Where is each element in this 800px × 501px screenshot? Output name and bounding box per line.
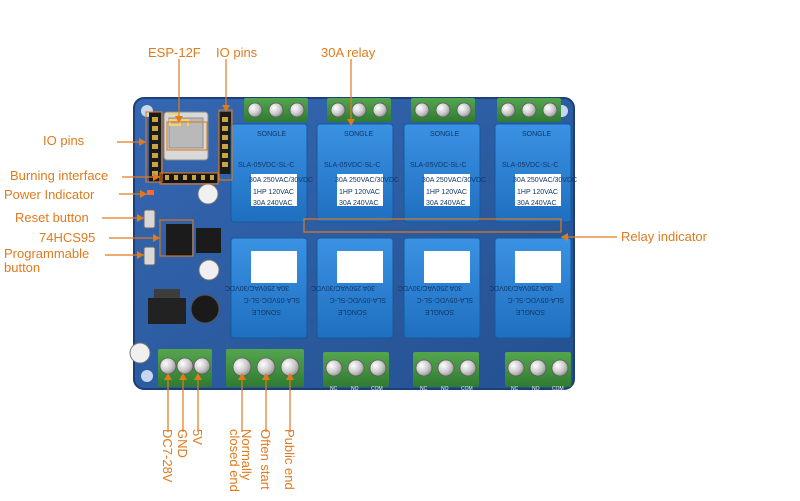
- bottom-terminal-blocks: [158, 349, 571, 387]
- relay-brand-text: SONGLE: [251, 308, 281, 315]
- top-terminal-blocks: [244, 98, 561, 122]
- relay-spec-text: 30A 250VAC/30VDC: [311, 284, 375, 291]
- relay-spec-text: 1HP 120VAC: [426, 189, 467, 196]
- relay-1: [230, 123, 308, 223]
- relay-model-text: SLA-05VDC-SL-C: [417, 296, 473, 303]
- callout-arrows: [137, 105, 568, 380]
- capacitor: [129, 342, 151, 364]
- capacitor: [197, 183, 219, 205]
- label-dc-input: DC7-28V: [160, 429, 175, 483]
- label-burning-interface: Burning interface: [10, 168, 109, 183]
- relay-spec-text: 30A 250VAC/30VDC: [422, 177, 486, 184]
- silk-label: NC: [420, 386, 428, 392]
- programmable-button-part: [143, 246, 156, 266]
- silk-label: COM: [461, 386, 473, 392]
- relay-brand-text: SONGLE: [430, 131, 460, 138]
- relay-brand-text: SONGLE: [522, 131, 552, 138]
- label-programmable-button-line2: button: [4, 260, 41, 275]
- relay-spec-text: 1HP 120VAC: [253, 189, 294, 196]
- relay-model-text: SLA-05VDC-SL-C: [244, 296, 300, 303]
- label-normally-closed-line2: closed end: [227, 429, 242, 492]
- voltage-regulator: [148, 298, 186, 324]
- esp12f-shield: [168, 117, 204, 149]
- relay-brand-text: SONGLE: [515, 308, 545, 315]
- silk-label: NO: [441, 386, 449, 392]
- relay-spec-text: 1HP 120VAC: [339, 189, 380, 196]
- relay-model-text: SLA-05VDC-SL-C: [324, 162, 380, 169]
- voltage-regulator-tab: [154, 289, 180, 298]
- relay-labels-top: [251, 174, 561, 206]
- label-io-pins-left: IO pins: [43, 133, 85, 148]
- relay-spec-text: 30A 240VAC: [253, 200, 293, 207]
- label-5v: 5V: [190, 429, 205, 445]
- burning-pins: [165, 175, 214, 180]
- silk-label: NO: [532, 386, 540, 392]
- label-74hcs95: 74HCS95: [39, 230, 96, 245]
- silk-label: COM: [371, 386, 383, 392]
- capacitor: [198, 259, 220, 281]
- relay-2: [316, 123, 394, 223]
- relay-model-text: SLA-05VDC-SL-C: [238, 162, 294, 169]
- relay-model-text: SLA-05VDC-SL-C: [502, 162, 558, 169]
- relay-spec-text: 30A 250VAC/30VDC: [249, 177, 313, 184]
- relay-4: [494, 123, 572, 223]
- relay-spec-text: 30A 250VAC/30VDC: [513, 177, 577, 184]
- relay-spec-text: 30A 240VAC: [339, 200, 379, 207]
- shift-register-chip: [196, 228, 221, 253]
- relay-labels-bottom: [251, 251, 561, 283]
- silk-label: COM: [552, 386, 564, 392]
- callout-box-left-io: [145, 111, 163, 183]
- relay-3: [403, 123, 481, 223]
- relay-indicator-strip: [303, 218, 562, 233]
- mount-hole: [141, 370, 153, 382]
- relay-spec-text: 30A 250VAC/30VDC: [225, 284, 289, 291]
- callout-box-burning: [159, 172, 219, 185]
- callout-box-esp: [166, 121, 208, 151]
- label-programmable-button-line1: Programmable: [4, 246, 90, 261]
- relay-model-text: SLA-05VDC-SL-C: [508, 296, 564, 303]
- silk-label: NC: [511, 386, 519, 392]
- label-public-end: Public end: [282, 429, 297, 490]
- relay-spec-text: 30A 240VAC: [426, 200, 466, 207]
- burning-interface-header: [160, 173, 218, 183]
- relay-model-text: SLA-05VDC-SL-C: [330, 296, 386, 303]
- label-30a-relay: 30A relay: [321, 45, 376, 60]
- label-power-indicator: Power Indicator: [4, 187, 95, 202]
- label-gnd: GND: [175, 429, 190, 458]
- relay-brand-text: SONGLE: [257, 131, 287, 138]
- relay-spec-text: 30A 250VAC/30VDC: [335, 177, 399, 184]
- label-reset-button: Reset button: [15, 210, 89, 225]
- relay-brand-text: SONGLE: [337, 308, 367, 315]
- label-io-pins-top: IO pins: [216, 45, 258, 60]
- shift-register-chip: [166, 224, 192, 256]
- relay-model-text: SLA-05VDC-SL-C: [410, 162, 466, 169]
- relay-spec-text: 30A 240VAC: [517, 200, 557, 207]
- relay-spec-text: 30A 250VAC/30VDC: [489, 284, 553, 291]
- label-relay-indicator: Relay indicator: [621, 229, 707, 244]
- relay-spec-text: 30A 250VAC/30VDC: [398, 284, 462, 291]
- reset-button-part: [143, 209, 156, 229]
- inductor: [190, 294, 220, 324]
- power-led: [147, 190, 154, 195]
- silk-label: NO: [351, 386, 359, 392]
- silk-label: NC: [330, 386, 338, 392]
- relay-spec-text: 1HP 120VAC: [517, 189, 558, 196]
- label-esp12f: ESP-12F: [148, 45, 201, 60]
- header-pins: [152, 117, 228, 176]
- relay-brand-text: SONGLE: [344, 131, 374, 138]
- label-often-start: Often start: [258, 429, 273, 490]
- relay-brand-text: SONGLE: [424, 308, 454, 315]
